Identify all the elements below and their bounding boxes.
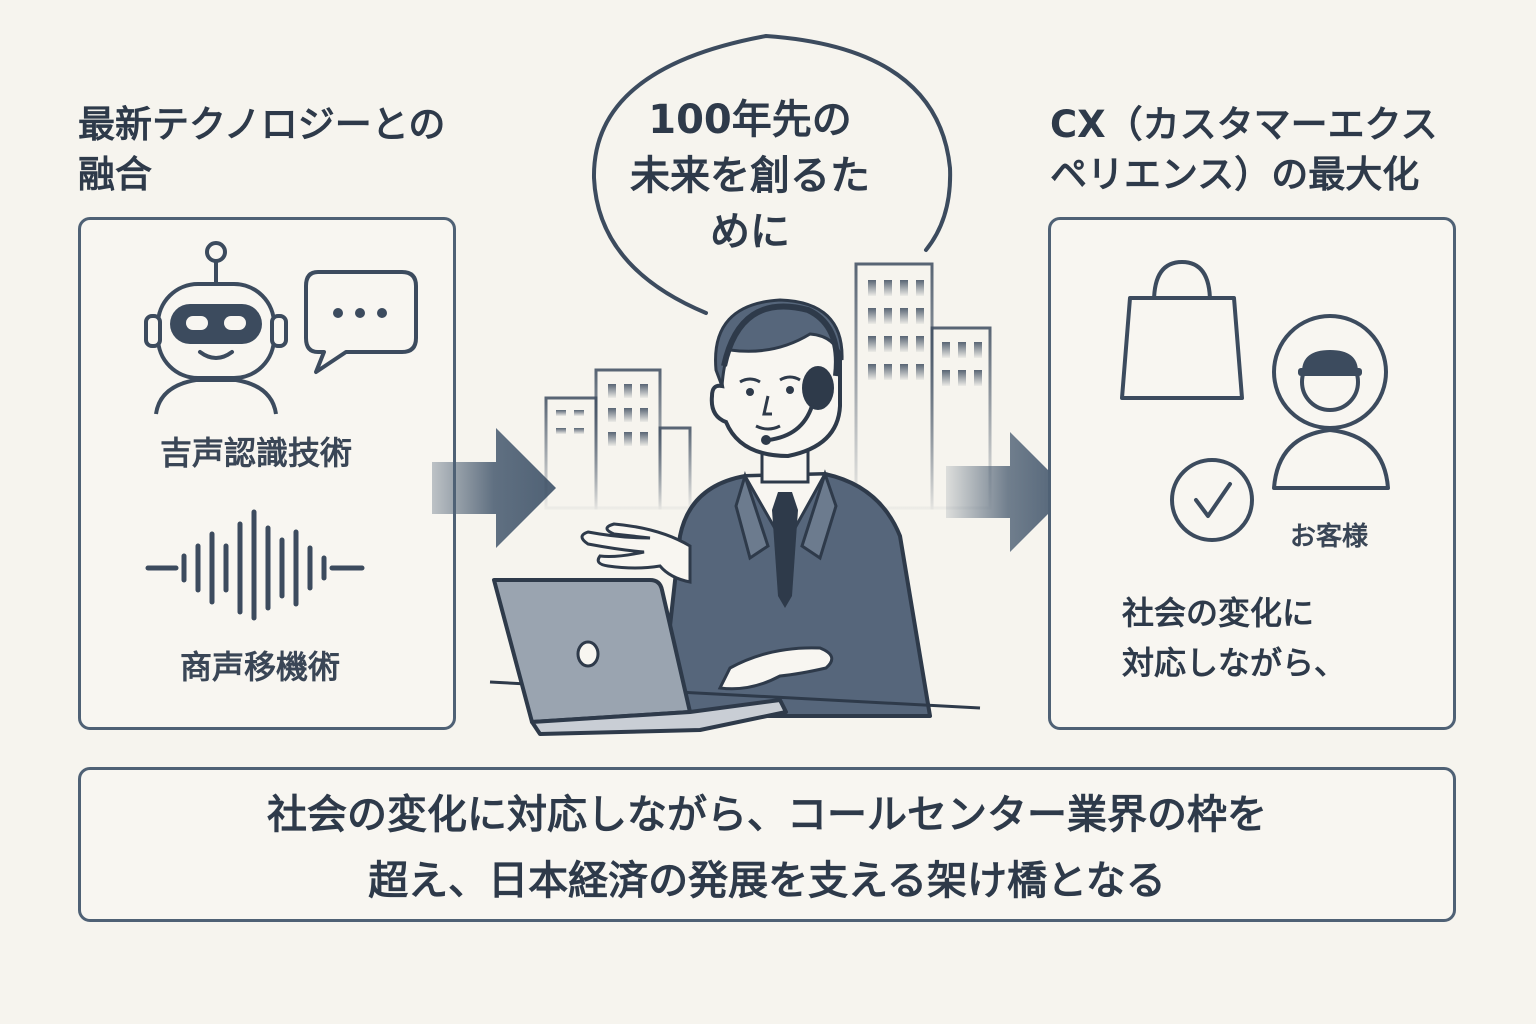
mission-line2: 超え、日本経済の発展を支える架け橋となる: [368, 858, 1166, 904]
cx-panel: [1048, 217, 1456, 730]
left-heading-line1: 最新テクノロジーとの: [78, 103, 446, 146]
mission-statement-text: 社会の変化に対応しながら、コールセンター業界の枠を 超え、日本経済の発展を支える…: [80, 782, 1454, 914]
left-heading-line2: 融合: [78, 153, 152, 196]
speech-bubble: [591, 33, 953, 315]
arrow-right-icon-2: [946, 432, 1070, 552]
sound-wave-icon: [145, 509, 365, 621]
cx-body-line1: 社会の変化に: [1122, 594, 1315, 632]
arrow-right-icon: [432, 428, 556, 548]
left-heading: 最新テクノロジーとの 融合: [78, 100, 445, 200]
customer-label: お客様: [1290, 522, 1369, 552]
chat-bubble-icon: [304, 270, 418, 374]
check-circle-icon: [1170, 458, 1254, 542]
operator-with-headset-illustration: [489, 298, 981, 718]
voice-recognition-label: 吉声認識技術: [160, 434, 353, 472]
speech-bubble-text: 100年先の 未来を創るた めに: [600, 92, 900, 260]
mission-line1: 社会の変化に対応しながら、コールセンター業界の枠を: [267, 792, 1267, 838]
bubble-line1: 100年先の: [648, 97, 852, 143]
cx-body-line2: 対応しながら、: [1122, 644, 1347, 682]
bubble-line3: めに: [710, 209, 790, 255]
speech-synthesis-label: 商声移機術: [180, 648, 341, 686]
cx-body-text: 社会の変化に 対応しながら、: [1122, 588, 1346, 688]
robot-icon: [144, 241, 288, 415]
right-heading: CX（カスタマーエクス ペリエンス）の最大化: [1050, 100, 1438, 200]
city-buildings-icon: [544, 262, 992, 510]
laptop-icon: [492, 578, 788, 736]
customer-avatar-icon: [1272, 314, 1390, 490]
mission-statement-box: [78, 767, 1456, 922]
bubble-line2: 未来を創るた: [630, 153, 870, 199]
right-heading-line1: CX（カスタマーエクス: [1050, 103, 1438, 146]
shopping-bag-icon: [1120, 259, 1244, 400]
right-heading-line2: ペリエンス）の最大化: [1050, 153, 1420, 196]
